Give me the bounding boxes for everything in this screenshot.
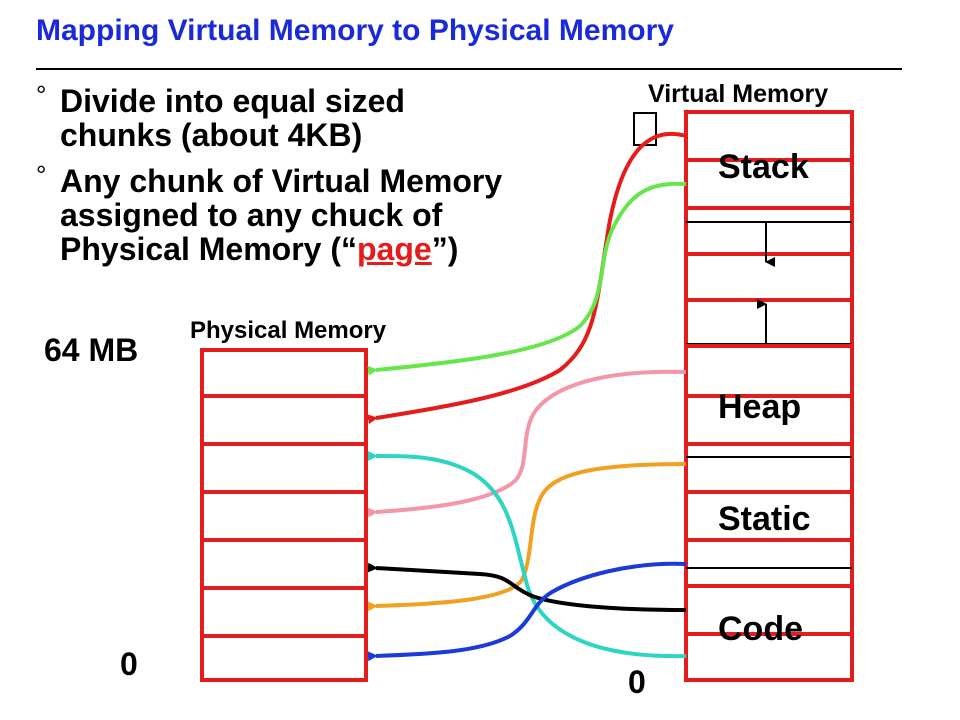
bullet-text: ”) [431, 231, 459, 267]
physical-page [200, 442, 368, 494]
bullet-divide: ° Divide into equal sized chunks (about … [36, 80, 405, 153]
code-label: Code [718, 610, 803, 648]
physical-memory-pages [200, 348, 368, 682]
virtual-page [684, 490, 854, 542]
virtual-page [684, 110, 854, 162]
bullet-line-last: Physical Memory (“page”) [40, 232, 502, 266]
stack-label: Stack [718, 148, 809, 186]
virtual-page [684, 252, 854, 302]
physical-page [200, 538, 368, 590]
physical-memory-label: Physical Memory [190, 317, 387, 344]
static-label: Static [718, 500, 811, 538]
bullet-line: chunks (about 4KB) [60, 117, 363, 153]
bullet-line: Any chunk of Virtual Memory [60, 163, 503, 199]
physical-page [200, 634, 368, 682]
mapping-arrow-red [367, 131, 687, 425]
bullet-line: assigned to any chuck of [60, 197, 443, 233]
physical-bottom-label: 0 [120, 646, 138, 682]
bullet-text: Physical Memory (“ [60, 231, 357, 267]
virtual-page [684, 538, 854, 588]
virtual-memory-label: Virtual Memory [648, 80, 829, 108]
bullet-line: Divide into equal sized [60, 83, 405, 119]
physical-page [200, 348, 368, 398]
bullet-mark: ° [36, 160, 47, 190]
virtual-page [684, 206, 854, 256]
virtual-page [684, 584, 854, 636]
mapping-arrow-orange [367, 462, 687, 612]
physical-page [200, 394, 368, 446]
slide-title: Mapping Virtual Memory to Physical Memor… [36, 14, 674, 47]
virtual-page [684, 158, 854, 210]
virtual-page [684, 298, 854, 348]
page-term: page [357, 231, 432, 267]
physical-top-label: 64 MB [44, 332, 139, 368]
virtual-memory-pages [684, 110, 854, 682]
virtual-page [684, 442, 854, 494]
mapping-arrow-blue [367, 561, 687, 662]
virtual-page [684, 394, 854, 446]
bullet-mark: ° [36, 80, 47, 110]
mapping-arrow-pink [367, 369, 687, 518]
title-divider [36, 68, 902, 70]
virtual-bottom-label: 0 [628, 664, 646, 700]
mapping-arrow-green [367, 181, 687, 376]
mapping-arrows [367, 131, 687, 662]
physical-page [200, 490, 368, 542]
heap-label: Heap [718, 388, 801, 426]
bullet-any-chunk: ° Any chunk of Virtual Memory assigned t… [36, 160, 503, 266]
mapping-arrow-black [367, 562, 687, 612]
physical-page [200, 586, 368, 638]
mapping-arrow-cyan [367, 450, 687, 659]
